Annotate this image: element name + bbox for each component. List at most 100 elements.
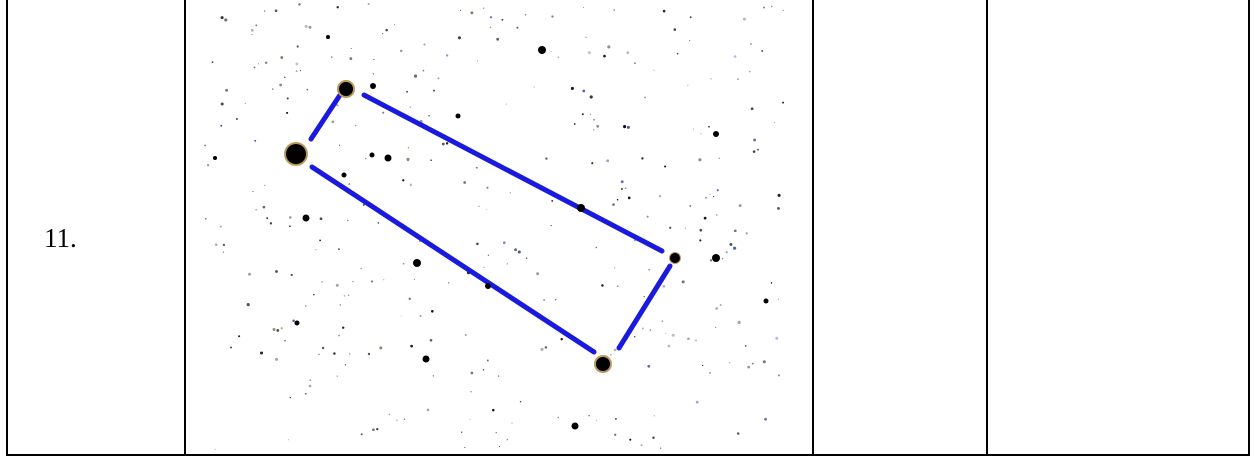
faint-star [748,70,751,73]
faint-star [318,353,320,356]
faint-star [284,76,286,78]
faint-star [395,419,398,422]
faint-star [308,25,312,29]
faint-star [279,83,282,87]
faint-star [689,39,691,41]
faint-star [331,120,335,124]
faint-star [280,56,284,59]
faint-star [695,400,699,404]
faint-star [377,222,380,224]
faint-star [376,427,379,431]
faint-star [295,70,298,72]
faint-star [595,419,598,422]
faint-star [585,36,587,38]
faint-star [716,189,719,192]
faint-star [430,159,432,162]
faint-star [718,157,720,160]
faint-star [550,50,552,52]
faint-star [660,447,662,449]
faint-star [495,432,497,434]
faint-star [264,61,268,64]
faint-star [607,45,611,49]
faint-star [506,438,509,441]
faint-star [601,284,604,287]
faint-star [773,122,776,124]
asterism-edge [361,92,665,254]
faint-star [762,360,766,364]
star [763,298,769,304]
faint-star [304,392,307,395]
faint-star [331,56,333,58]
faint-star [702,364,704,366]
faint-star [204,144,206,147]
faint-star [220,16,224,20]
faint-star [661,320,664,322]
faint-star [289,216,292,219]
faint-star [220,102,224,106]
faint-star [342,326,345,329]
faint-star [470,371,474,375]
faint-star [729,362,731,364]
faint-star [354,124,357,127]
faint-star [519,400,522,403]
faint-star [738,204,742,208]
star [341,172,347,178]
faint-star [238,335,241,338]
faint-star [498,446,500,448]
faint-star [251,33,253,36]
faint-star [306,88,309,91]
faint-star [550,224,552,227]
faint-star [641,327,644,330]
faint-star [526,257,528,259]
faint-star [269,222,273,225]
faint-star [460,431,463,433]
faint-star [336,6,339,9]
faint-star [486,208,488,210]
faint-star [246,303,250,307]
faint-star [614,267,616,269]
faint-star [560,337,563,341]
faint-star [782,101,785,104]
faint-star [676,52,679,55]
faint-star [448,282,450,284]
faint-star [257,63,260,65]
faint-star [705,196,707,199]
faint-star [729,242,733,246]
faint-star [276,328,280,332]
faint-star [225,88,229,92]
faint-star [433,89,435,92]
faint-star [514,248,518,252]
star [339,82,353,96]
faint-star [614,417,617,420]
faint-star [413,74,418,78]
faint-star [437,77,440,80]
faint-star [646,215,649,218]
faint-star [698,158,702,162]
star [286,144,306,164]
faint-star [647,364,651,368]
faint-star [394,24,396,26]
row-number-cell: 11. [8,0,186,454]
faint-star [664,165,667,168]
faint-star [742,17,746,21]
faint-star [587,51,591,55]
faint-star [338,144,341,146]
star [326,35,330,39]
faint-star [388,413,391,416]
faint-star [423,43,426,46]
faint-star [603,54,606,58]
faint-star [349,353,351,355]
faint-star [583,6,585,9]
faint-star [770,282,773,284]
faint-star [296,45,299,48]
faint-star [464,334,467,336]
faint-star [736,432,740,435]
faint-star [248,272,251,276]
faint-star [501,18,504,21]
faint-star [775,336,779,340]
faint-star [543,299,546,302]
faint-star [634,62,636,64]
faint-star [752,150,756,153]
faint-star [764,417,768,421]
faint-star [287,439,290,441]
